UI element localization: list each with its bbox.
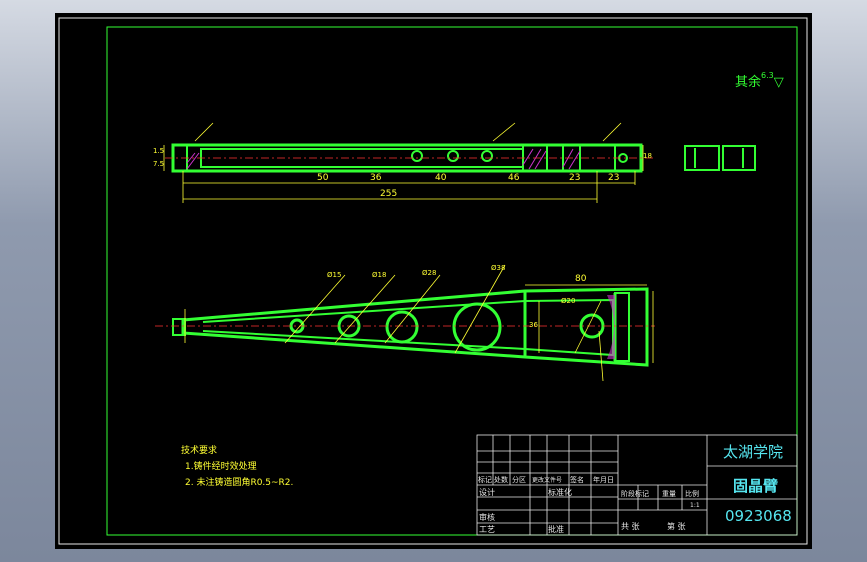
dim-1-5: 1.5: [153, 147, 165, 155]
row-label-zone: 分区: [512, 476, 526, 484]
sheet-label: 第 张: [667, 522, 686, 531]
end-view: [684, 145, 756, 171]
outer-frame: [58, 17, 808, 545]
row-label-count: 处数: [494, 476, 508, 484]
cad-viewport[interactable]: 其余6.3▽ 50 36 40 46 23 23 255 7.5 1.5 18 …: [55, 13, 812, 549]
tech-title: 技术要求: [181, 446, 218, 456]
dim-36: 36: [370, 173, 382, 183]
dim-23b: 23: [608, 173, 620, 183]
stage-label: 阶段标记: [621, 490, 649, 498]
row-label-mark: 标记: [478, 476, 492, 484]
dim-50: 50: [317, 173, 329, 183]
tech-item-2: 2. 未注铸造圆角R0.5~R2.: [185, 478, 294, 488]
weight-label: 重量: [662, 490, 676, 498]
tech-item-1: 1.铸件经时效处理: [185, 462, 257, 472]
plan-view: [172, 287, 649, 367]
check-label: 审核: [479, 513, 495, 522]
plan-dims: [184, 264, 654, 382]
approve-label: 批准: [548, 525, 564, 534]
row-label-date: 年月日: [593, 476, 614, 484]
part-name: 固晶臂: [733, 477, 779, 495]
dim-d18: Ø18: [372, 271, 387, 279]
school-name: 太湖学院: [723, 443, 784, 461]
design-label: 设计: [479, 488, 495, 497]
sheets-total-label: 共 张: [621, 522, 640, 531]
dim-d28: Ø28: [422, 269, 437, 277]
dim-18: 18: [643, 152, 652, 160]
dim-7-5: 7.5: [153, 160, 165, 168]
row-label-change: 更改文件号: [532, 477, 563, 484]
dim-d38: Ø38: [491, 264, 506, 272]
standard-label: 标准化: [548, 488, 572, 497]
dim-d15: Ø15: [327, 271, 342, 279]
dim-40: 40: [435, 173, 447, 183]
dim-23a: 23: [569, 173, 581, 183]
title-block: [476, 434, 798, 536]
dim-d20: Ø20: [561, 297, 576, 305]
inner-frame: [106, 26, 798, 536]
section-hatch: [607, 295, 615, 359]
dim-80: 80: [575, 274, 587, 284]
dim-36-plan: 36: [529, 321, 538, 329]
scale-label: 比例: [685, 490, 699, 498]
drawing-canvas: [58, 17, 808, 545]
dim-255: 255: [380, 189, 398, 199]
side-view: [163, 122, 655, 203]
scale-value: 1:1: [690, 502, 700, 509]
process-label: 工艺: [479, 525, 495, 534]
roughness-note: 其余6.3▽: [735, 71, 784, 90]
row-label-sign: 签名: [570, 476, 584, 484]
drawing-number: 0923068: [725, 507, 792, 525]
dim-46: 46: [508, 173, 520, 183]
